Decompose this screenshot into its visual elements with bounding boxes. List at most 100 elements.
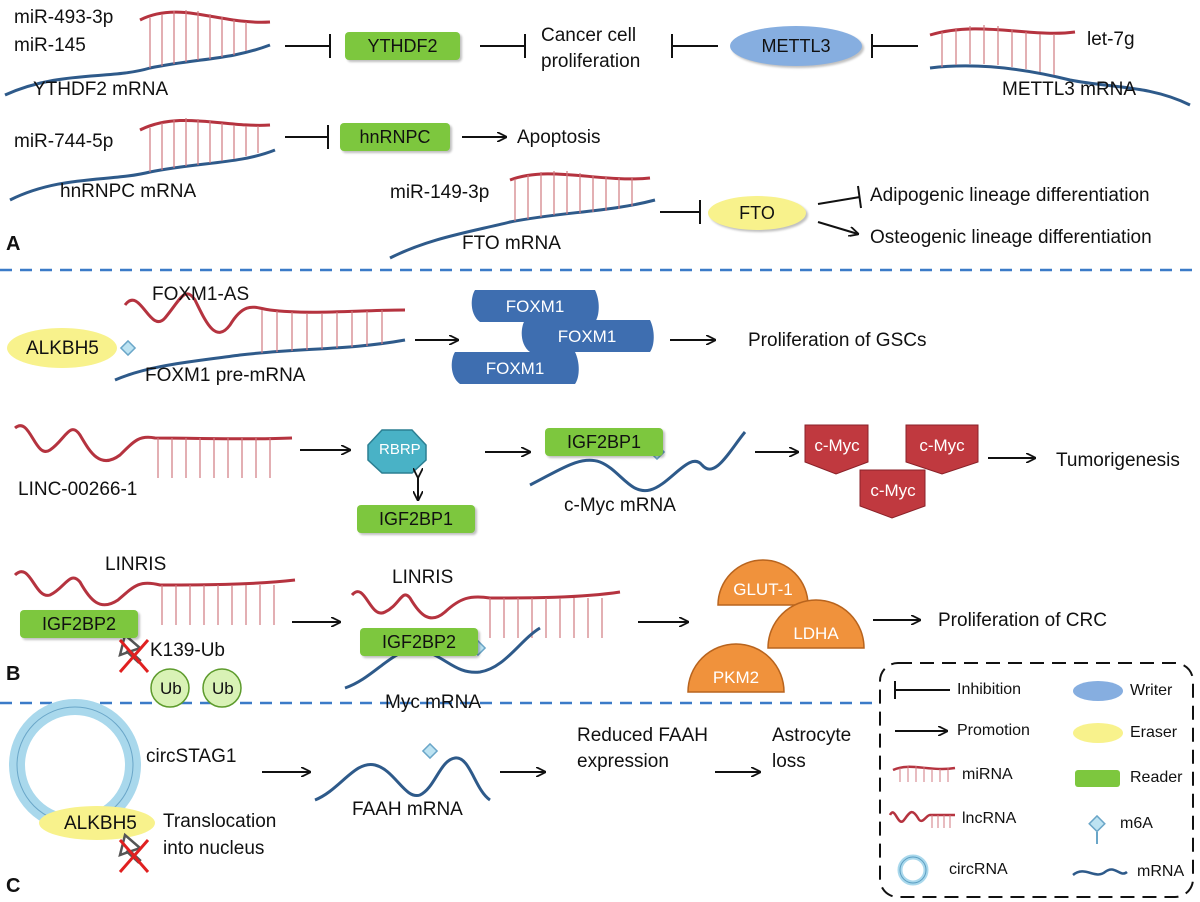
circstag1-ring <box>9 699 141 831</box>
ldha-label: LDHA <box>793 624 839 643</box>
linc-label: LINC-00266-1 <box>18 479 138 500</box>
circstag1-label: circSTAG1 <box>146 746 237 767</box>
cmyc-shape <box>905 424 979 475</box>
myc-mrna-strand <box>344 626 541 690</box>
foxm1-as-duplex <box>114 292 406 382</box>
panel-c-letter: C <box>6 875 21 897</box>
mettl3-duplex <box>929 25 1191 107</box>
legend-lncrna-symbol <box>888 810 955 828</box>
fto-duplex <box>389 171 656 260</box>
astro-line2: loss <box>772 751 806 772</box>
mettl3-mrna-label: METTL3 mRNA <box>1002 79 1137 100</box>
pkm2-label: PKM2 <box>712 668 760 687</box>
myc-mrna-label: Myc mRNA <box>385 692 482 713</box>
mir744-label: miR-744-5p <box>14 131 114 152</box>
ub-circle <box>202 668 242 708</box>
rbrp-shape <box>367 429 427 474</box>
eraser-shape <box>39 806 155 840</box>
foxm1-shape <box>521 320 654 352</box>
faah-mrna-label: FAAH mRNA <box>352 799 463 820</box>
ub-label-2: Ub <box>212 679 234 698</box>
legend-reader-symbol <box>1075 770 1120 787</box>
eraser-shape <box>7 328 117 368</box>
igf2bp1-reader-upper: IGF2BP1 <box>545 428 663 456</box>
legend-mirna-label: miRNA <box>962 766 1013 783</box>
foxm1-label-1: FOXM1 <box>505 297 565 316</box>
mir493-label: miR-493-3p <box>14 7 114 28</box>
cmyc-mrna-label: c-Myc mRNA <box>564 495 676 516</box>
m6a-marker <box>119 339 137 357</box>
hnrnpc-duplex <box>9 118 276 202</box>
foxm1-as-label: FOXM1-AS <box>152 284 250 305</box>
igf2bp1-reader-lower: IGF2BP1 <box>357 505 475 533</box>
reduced-line1: Reduced FAAH <box>577 725 708 746</box>
linc-lncrna <box>14 424 293 478</box>
legend-m6a-symbol <box>1088 814 1106 833</box>
reduced-line2: expression <box>577 751 669 772</box>
linris-lncrna-right <box>350 590 621 638</box>
legend-eraser-label: Eraser <box>1130 724 1178 741</box>
prolif-gscs-label: Proliferation of GSCs <box>748 330 927 351</box>
legend-mrna-label: mRNA <box>1137 863 1185 880</box>
ythdf2-duplex <box>4 10 271 97</box>
legend-inhibition-label: Inhibition <box>957 681 1022 698</box>
rbrp-label: RBRP <box>379 441 421 458</box>
igf2bp2-reader-right: IGF2BP2 <box>360 628 478 656</box>
ldha-shape <box>767 599 865 649</box>
adipogenic-label: Adipogenic lineage differentiation <box>870 185 1150 206</box>
faah-mrna-strand <box>314 756 491 802</box>
cmyc-label-2: c-Myc <box>919 436 965 455</box>
panel-a-letter: A <box>6 233 21 255</box>
m6a-marker <box>421 742 439 760</box>
tumorigenesis-label: Tumorigenesis <box>1056 450 1180 471</box>
let7g-label: let-7g <box>1087 29 1135 50</box>
ub-circle <box>150 668 190 708</box>
osteogenic-label: Osteogenic lineage differentiation <box>870 227 1152 248</box>
legend-circrna-label: circRNA <box>949 861 1008 878</box>
ub-label-1: Ub <box>160 679 182 698</box>
foxm1-label-3: FOXM1 <box>485 359 545 378</box>
transloc-line2: into nucleus <box>163 838 265 859</box>
astro-line1: Astrocyte <box>772 725 852 746</box>
legend-mirna-symbol <box>892 765 956 782</box>
promote-arrow <box>817 221 858 234</box>
linris-lncrna-left <box>13 570 296 625</box>
alkbh5-label: ALKBH5 <box>26 338 99 359</box>
blocked-ubiquitination <box>118 632 150 673</box>
legend-reader-label: Reader <box>1130 769 1183 786</box>
pkm2-shape <box>687 643 785 693</box>
legend-writer-symbol <box>1073 681 1123 701</box>
legend-m6a-label: m6A <box>1120 815 1153 832</box>
blocked-translocation <box>118 832 150 873</box>
cmyc-mrna-strand <box>529 431 747 493</box>
hnrnpc-reader: hnRNPC <box>340 123 450 151</box>
apoptosis-label: Apoptosis <box>517 127 601 148</box>
ythdf2-reader: YTHDF2 <box>345 32 460 60</box>
cancer-line2: proliferation <box>541 51 641 72</box>
cmyc-label-1: c-Myc <box>814 436 860 455</box>
foxm1-shape <box>451 352 579 384</box>
mir145-label: miR-145 <box>14 35 86 56</box>
fto-mrna-label: FTO mRNA <box>462 233 561 254</box>
legend-promotion-label: Promotion <box>957 722 1030 739</box>
cmyc-shape <box>804 424 869 475</box>
linris-label-left: LINRIS <box>105 554 167 575</box>
igf2bp2-reader-left: IGF2BP2 <box>20 610 138 638</box>
mettl3-writer: METTL3 <box>730 26 862 66</box>
legend-box <box>879 662 1194 898</box>
legend-eraser-symbol <box>1073 723 1123 743</box>
ythdf2-mrna-label: YTHDF2 mRNA <box>33 79 169 100</box>
cmyc-label-3: c-Myc <box>870 481 916 500</box>
prolif-crc-label: Proliferation of CRC <box>938 610 1107 631</box>
glut1-shape <box>717 559 809 606</box>
legend-lncrna-label: lncRNA <box>962 810 1017 827</box>
alkbh5-label-c: ALKBH5 <box>64 813 137 834</box>
legend-writer-label: Writer <box>1130 682 1173 699</box>
glut1-label: GLUT-1 <box>733 580 793 599</box>
cancer-line1: Cancer cell <box>541 25 637 46</box>
foxm1-pre-label: FOXM1 pre-mRNA <box>145 365 306 386</box>
foxm1-shape <box>471 290 599 322</box>
legend-mrna-symbol <box>1072 868 1128 877</box>
panel-b-letter: B <box>6 663 21 685</box>
mir149-label: miR-149-3p <box>390 182 490 203</box>
